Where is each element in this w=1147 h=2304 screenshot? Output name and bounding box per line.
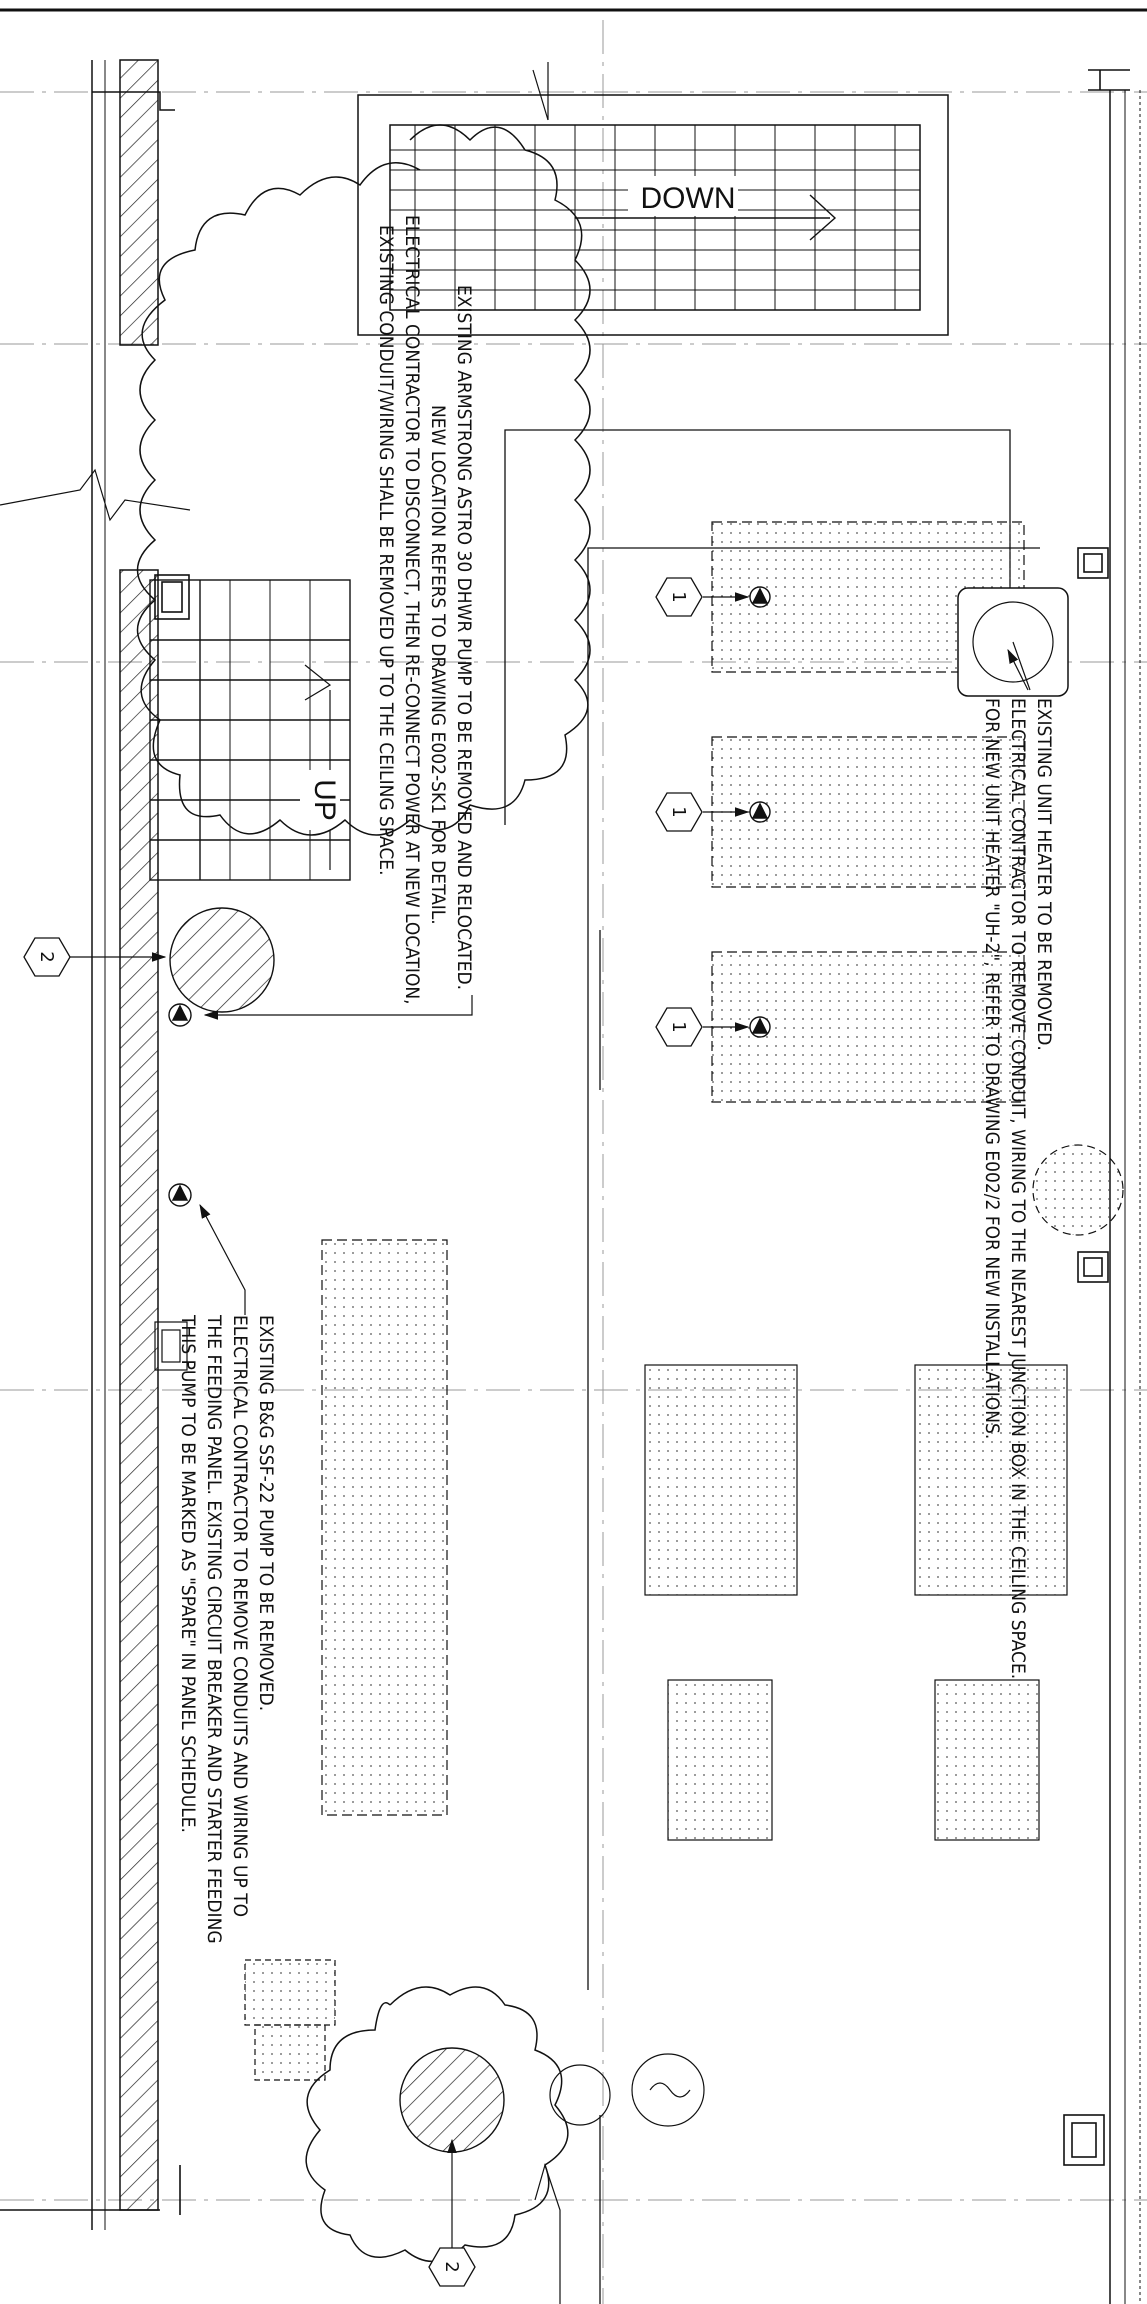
note-line: THE FEEDING PANEL. EXISTING CIRCUIT BREA… — [203, 1314, 225, 1944]
revision-cloud-top — [136, 124, 591, 836]
equipment-footprints — [244, 521, 1124, 2081]
stair-up-label: UP — [308, 779, 341, 821]
note-line: EXISTING UNIT HEATER TO BE REMOVED. — [1033, 698, 1055, 1051]
pump-relocated — [399, 2047, 505, 2153]
note-line: ELECTRICAL CONTRACTOR TO DISCONNECT, THE… — [401, 215, 423, 1005]
tag-motor-2: 1 — [655, 792, 703, 832]
note-line: EXISTING CONDUIT/WIRING SHALL BE REMOVED… — [375, 225, 397, 876]
motor-symbol — [749, 1016, 771, 1038]
note-line: FOR NEW UNIT HEATER "UH-2", REFER TO DRA… — [981, 698, 1003, 1439]
small-column-marker — [154, 1321, 188, 1371]
structural-columns — [154, 69, 1130, 2215]
revision-cloud-bottom — [305, 1986, 569, 2263]
svg-text:1: 1 — [668, 1021, 689, 1032]
stair-down-label: DOWN — [641, 182, 736, 215]
tag-motor-1: 1 — [655, 577, 703, 617]
unit-heater-symbol — [957, 587, 1069, 697]
left-wall — [0, 59, 175, 2230]
svg-text:1: 1 — [668, 591, 689, 602]
motor-symbol — [168, 1003, 192, 1027]
motor-symbol — [749, 801, 771, 823]
svg-text:1: 1 — [668, 806, 689, 817]
stair-down — [357, 62, 949, 336]
note-line: EXISTING B&G SSF-22 PUMP TO BE REMOVED. — [255, 1315, 277, 1711]
note-bg-pump: EXISTING B&G SSF-22 PUMP TO BE REMOVED. … — [177, 1314, 277, 1944]
tag-revision-top: 2 — [23, 937, 71, 977]
note-line: ELECTRICAL CONTRACTOR TO REMOVE CONDUITS… — [229, 1315, 251, 1917]
note-line: ELECTRICAL CONTRACTOR TO REMOVE CONDUIT,… — [1007, 698, 1029, 1679]
svg-text:2: 2 — [441, 2261, 462, 2272]
leader-lines — [70, 592, 1029, 2260]
note-line: NEW LOCATION REFERS TO DRAWING E002-SK1 … — [427, 405, 449, 925]
note-line: EXISTING ARMSTRONG ASTRO 30 DHWR PUMP TO… — [453, 285, 475, 990]
grid-lines — [0, 20, 1147, 2304]
svg-text:2: 2 — [36, 951, 57, 962]
tag-revision-bottom: 2 — [428, 2247, 476, 2287]
break-line — [0, 468, 561, 2304]
note-unit-heater: EXISTING UNIT HEATER TO BE REMOVED. ELEC… — [981, 698, 1055, 1679]
pump-armstrong-existing — [169, 907, 275, 1013]
motor-symbol — [749, 586, 771, 608]
note-armstrong-pump: EXISTING ARMSTRONG ASTRO 30 DHWR PUMP TO… — [375, 215, 475, 1005]
tag-motor-3: 1 — [655, 1007, 703, 1047]
stair-up — [149, 579, 351, 881]
motor-symbol — [168, 1183, 192, 1207]
note-line: THIS PUMP TO BE MARKED AS "SPARE" IN PAN… — [177, 1314, 199, 1833]
misc-circles — [549, 2053, 705, 2127]
motor-symbols — [168, 586, 771, 1207]
